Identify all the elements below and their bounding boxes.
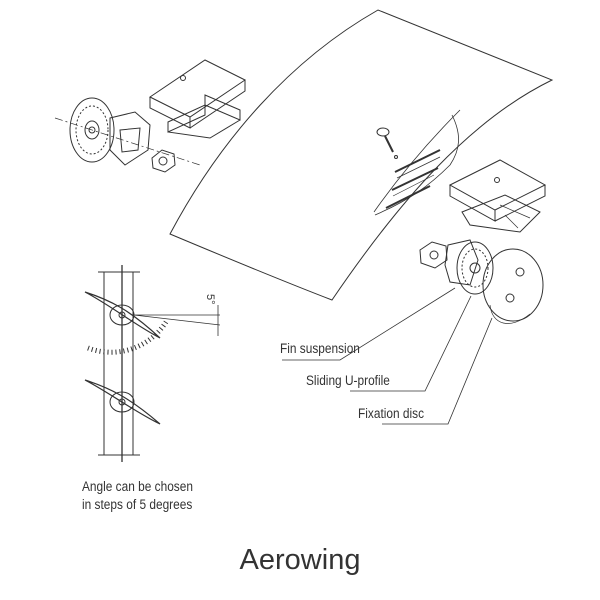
left-u-profile-bracket — [149, 59, 246, 139]
page-title: Aerowing — [239, 544, 361, 576]
angle-diagram — [84, 265, 221, 462]
label-sliding-u-profile: Sliding U-profile — [306, 373, 390, 388]
screw-icon — [376, 127, 398, 159]
fixation-disc — [482, 248, 544, 324]
leader-lines — [282, 287, 493, 425]
right-fin-suspension-hub — [419, 239, 494, 295]
wing-panel — [169, 9, 554, 301]
right-u-profile-bracket — [448, 159, 547, 233]
left-fin-suspension-hub — [54, 97, 201, 173]
angle-note-line1: Angle can be chosen — [82, 479, 193, 494]
angle-mark: 5° — [204, 294, 216, 305]
label-fin-suspension: Fin suspension — [280, 341, 360, 356]
angle-note-line2: in steps of 5 degrees — [82, 497, 193, 512]
label-fixation-disc: Fixation disc — [358, 406, 425, 421]
